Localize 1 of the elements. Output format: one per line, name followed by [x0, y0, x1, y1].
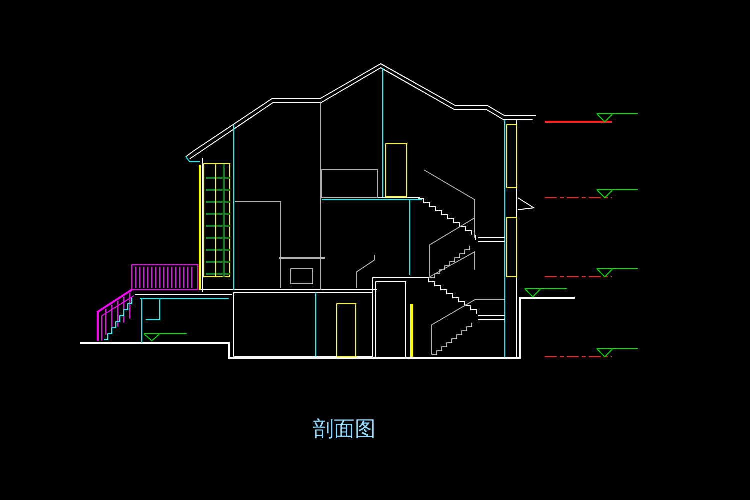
drawing-title: 剖面图	[313, 417, 376, 443]
